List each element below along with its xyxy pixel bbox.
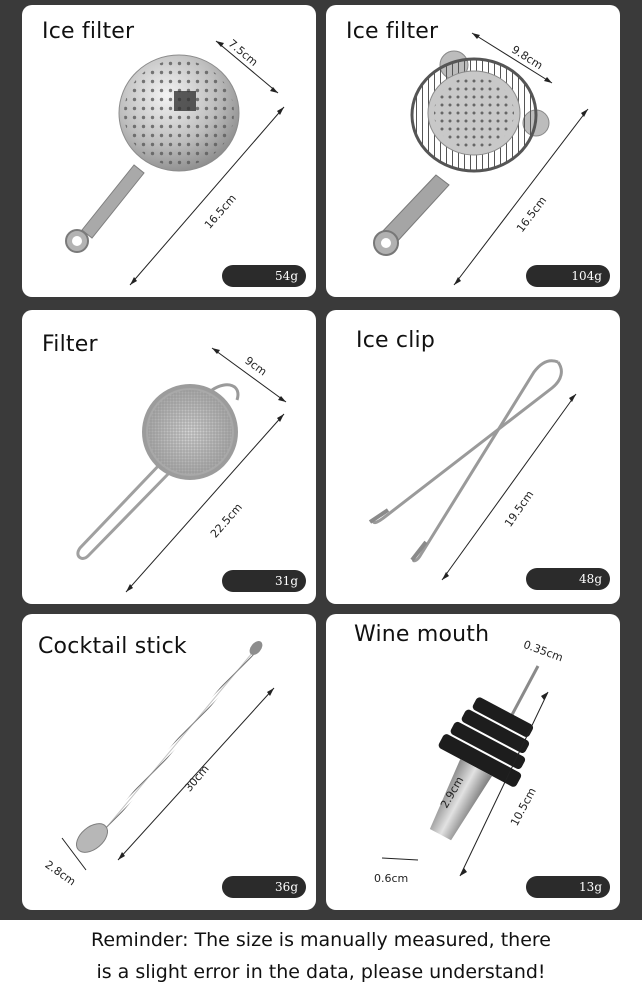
ice-tongs-illustration	[368, 359, 577, 581]
product-title: Ice clip	[356, 328, 435, 353]
product-title: Ice filter	[346, 19, 439, 44]
product-card-hawthorne-strainer: Ice filter 9.8cm 16.5cm 104g	[326, 5, 620, 297]
mesh-filter-illustration	[76, 347, 287, 593]
product-card-bar-spoon: Cocktail stick 30cm 2.8cm 36g	[22, 614, 316, 910]
weight-badge: 13g	[526, 876, 610, 898]
weight-badge: 48g	[526, 568, 610, 590]
product-title: Ice filter	[42, 19, 135, 44]
julep-strainer-illustration	[65, 40, 285, 286]
product-title: Wine mouth	[354, 622, 490, 647]
weight-badge: 36g	[222, 876, 306, 898]
reminder-line-2: is a slight error in the data, please un…	[96, 961, 546, 983]
product-card-wine-pourer: Wine mouth 0.35cm 2.9cm 10.5cm 0.6cm 13g	[326, 614, 620, 910]
product-card-mesh-filter: Filter 9cm 22.5cm 31g	[22, 310, 316, 604]
measurement-reminder: Reminder: The size is manually measured,…	[0, 924, 642, 988]
weight-badge: 104g	[526, 265, 610, 287]
weight-badge: 31g	[222, 570, 306, 592]
product-title: Filter	[42, 332, 98, 357]
dimension-spout-diameter: 0.6cm	[374, 872, 409, 885]
product-card-ice-tongs: Ice clip 19.5cm 48g	[326, 310, 620, 604]
weight-badge: 54g	[222, 265, 306, 287]
wine-pourer-illustration	[381, 665, 549, 877]
product-card-julep-strainer: Ice filter 7.5cm 16.5cm 54g	[22, 5, 316, 297]
bar-spoon-illustration	[61, 641, 275, 871]
product-title: Cocktail stick	[38, 634, 187, 659]
hawthorne-strainer-illustration	[373, 32, 589, 286]
reminder-line-1: Reminder: The size is manually measured,…	[91, 929, 551, 951]
